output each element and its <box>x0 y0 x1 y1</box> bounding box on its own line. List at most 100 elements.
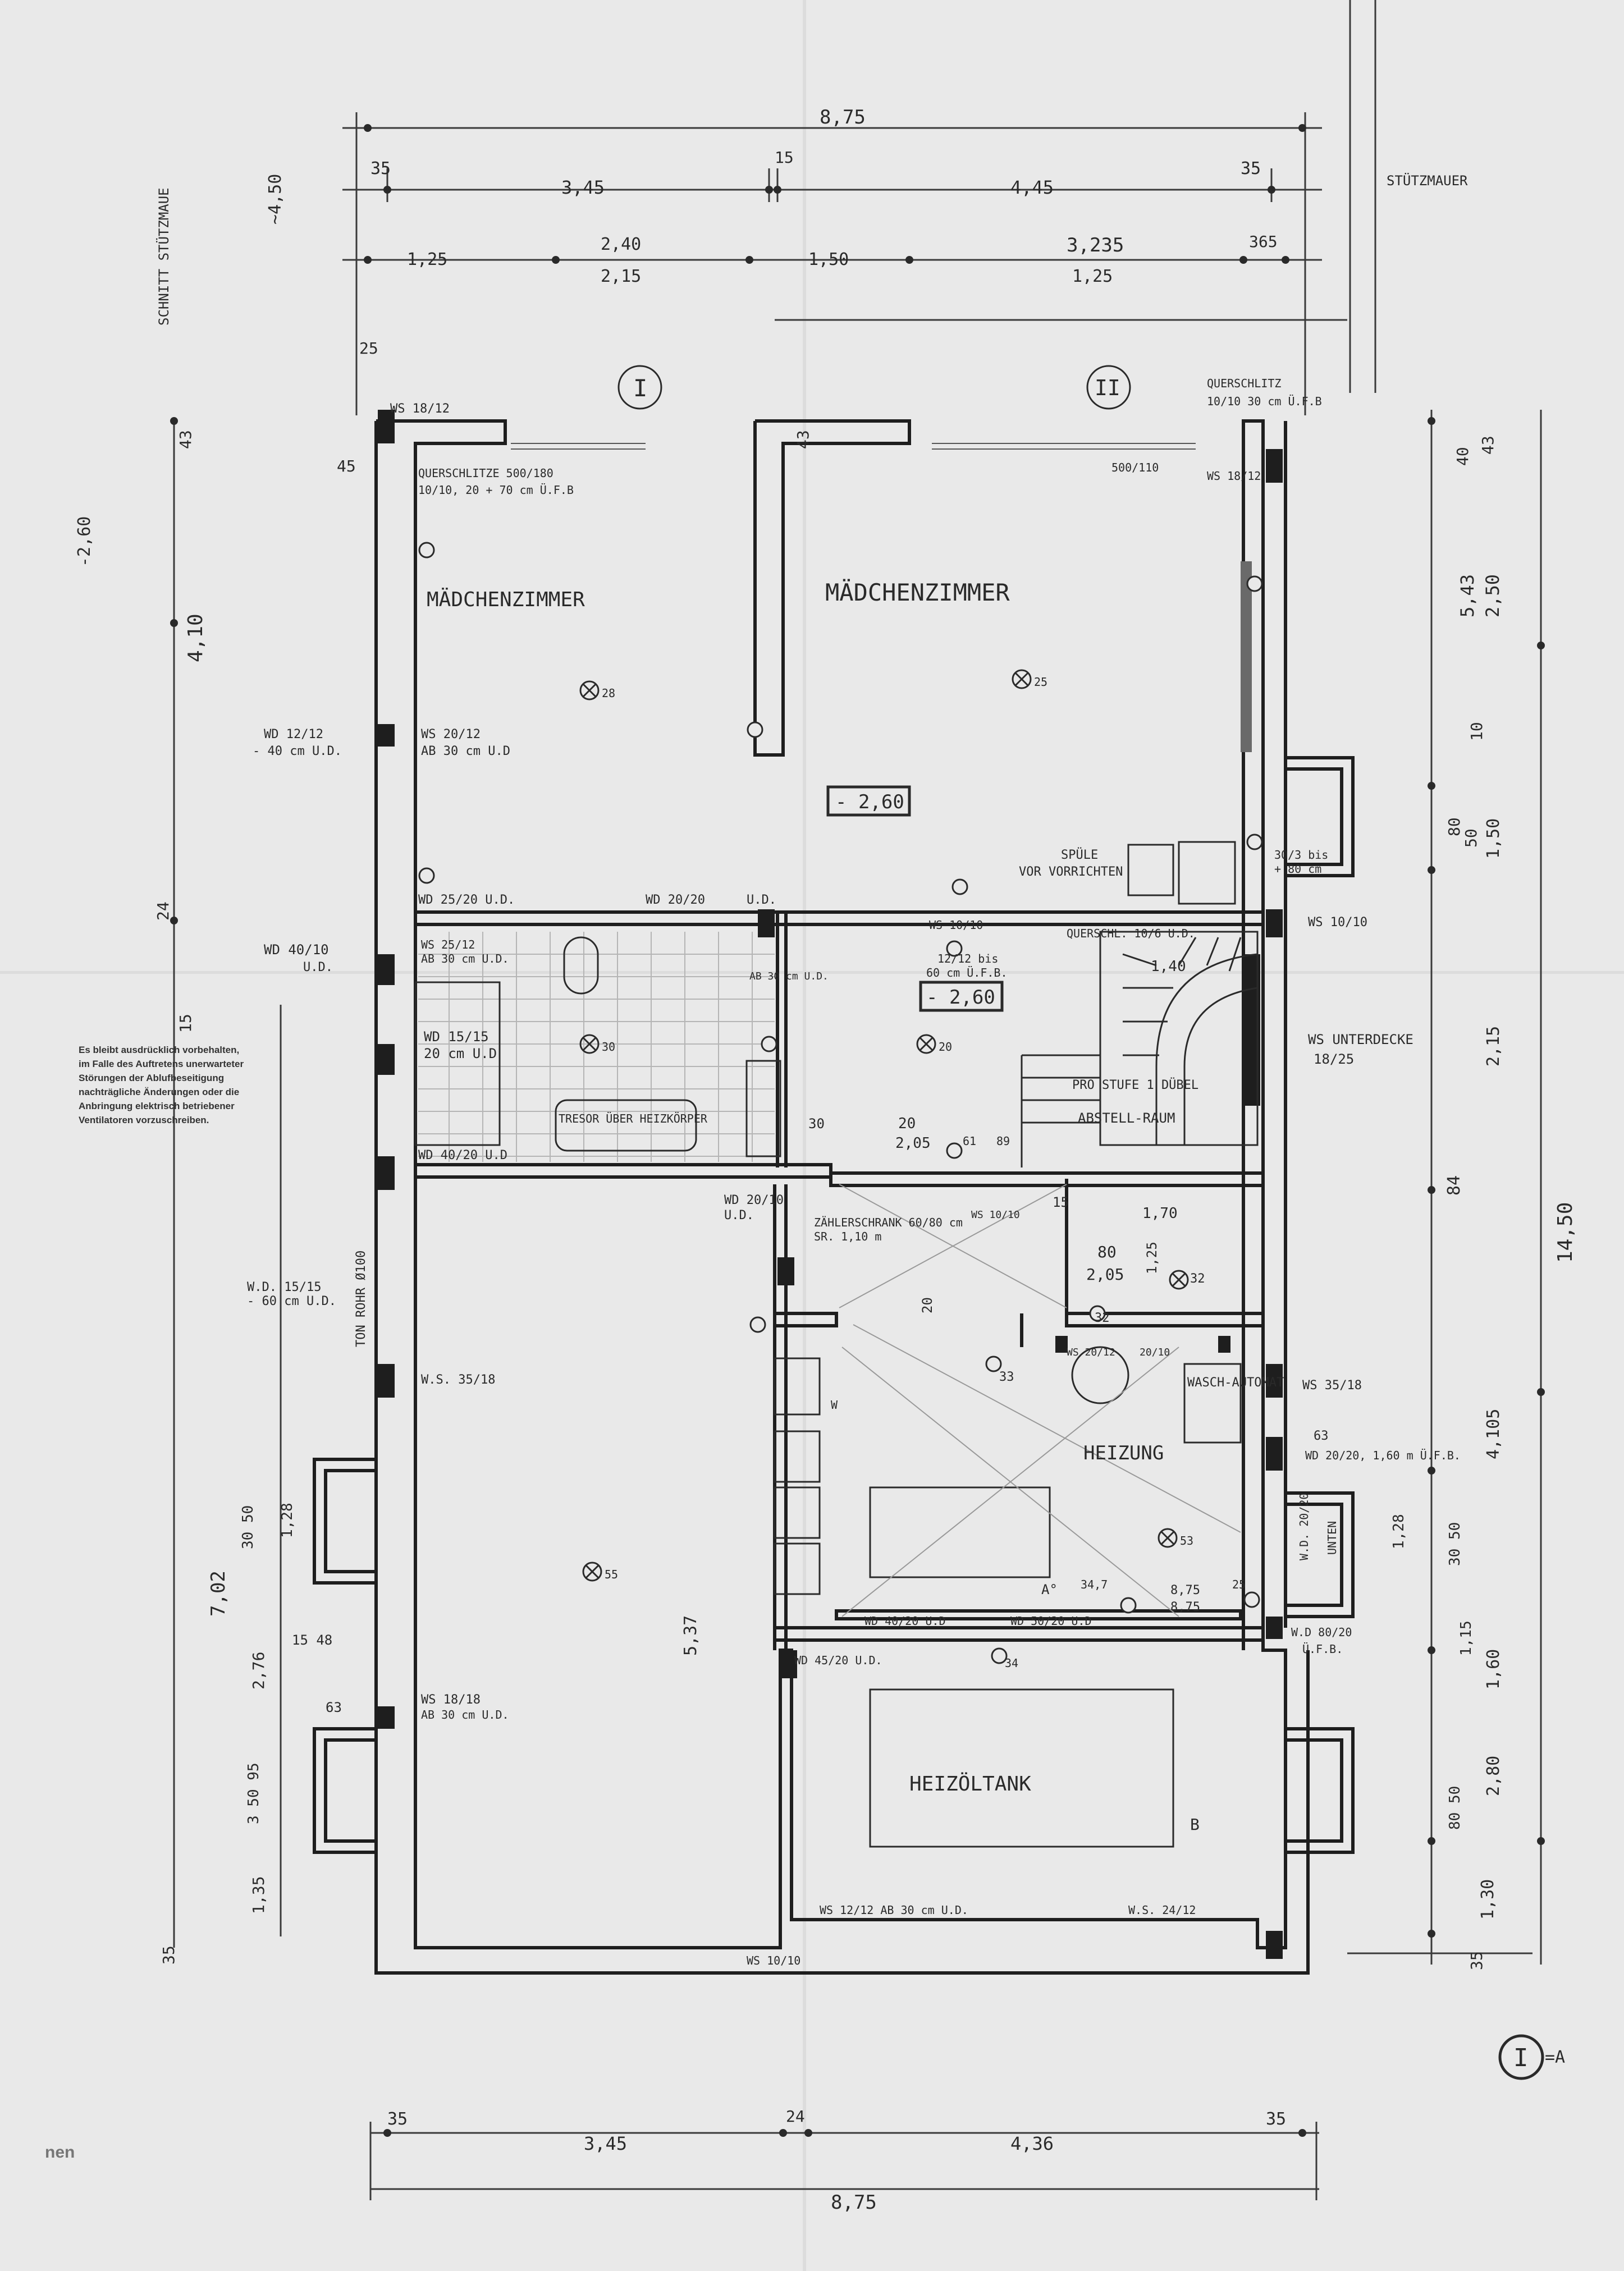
label-wd2020r2b: UNTEN <box>1325 1521 1339 1555</box>
label-wd4020-bath: WD 40/20 U.D <box>418 1148 507 1162</box>
label-d32b: 32 <box>1095 1311 1110 1325</box>
top-45: 45 <box>337 457 356 475</box>
label-ws2012: WS 20/12 <box>421 727 481 741</box>
left-35: 35 <box>159 1945 178 1965</box>
left-128: 1,28 <box>279 1503 296 1538</box>
washing-machine <box>1183 1363 1242 1444</box>
paper-fold-horizontal <box>0 971 1624 974</box>
label-lamp28: 28 <box>602 686 615 700</box>
label-wd4020: WD 40/20 U.D <box>864 1614 946 1628</box>
label-b: B <box>1190 1815 1200 1834</box>
right-150: 1,50 <box>1484 818 1503 859</box>
label-d140: 1,40 <box>1151 958 1186 975</box>
label-lamp30: 30 <box>602 1040 615 1054</box>
north-marker <box>1498 2034 1544 2080</box>
right-35: 35 <box>1467 1951 1486 1970</box>
top-240: 2,40 <box>601 235 641 254</box>
label-d25: 25 <box>1232 1578 1246 1591</box>
right-543: 5,43 <box>1457 574 1478 617</box>
label-ws2412: W.S. 24/12 <box>1128 1903 1196 1917</box>
label-vent500: 500/110 <box>1111 461 1159 474</box>
annotations: WS 18/12 QUERSCHLITZE 500/180 10/10, 20 … <box>247 377 1461 1967</box>
label-wd2520: WD 25/20 U.D. <box>418 893 515 907</box>
label-d32: 32 <box>1190 1272 1205 1286</box>
right-215: 2,15 <box>1484 1026 1503 1066</box>
top-35-left: 35 <box>370 159 391 178</box>
left-63: 63 <box>326 1700 342 1715</box>
note-line: im Falle des Auftretens unerwarteter <box>79 1059 244 1069</box>
label-d20: 20 <box>898 1115 916 1132</box>
room-abstellraum: ABSTELL-RAUM <box>1078 1110 1175 1126</box>
label-ws1818b: AB 30 cm U.D. <box>421 1708 509 1721</box>
switch-symbols <box>418 542 1263 1664</box>
label-ws3010: 30/3 bis <box>1274 848 1328 862</box>
label-querschlitz-r: QUERSCHLITZ <box>1207 377 1281 390</box>
label-ws1010b: WS 10/10 <box>747 1954 800 1967</box>
right-upper-label: STÜTZMAUER <box>1387 172 1468 189</box>
top-seg-445: 4,45 <box>1010 177 1054 198</box>
label-wd4520: WD 45/20 U.D. <box>794 1654 882 1667</box>
bottom-35-left: 35 <box>387 2109 408 2129</box>
right-50: 50 <box>1462 828 1480 848</box>
label-w1212: 12/12 bis <box>937 952 998 965</box>
tresor-box <box>555 1099 697 1152</box>
left-3950: 3 50 95 <box>245 1762 262 1824</box>
label-d33: 33 <box>999 1370 1014 1384</box>
label-d537: 5,37 <box>681 1615 701 1656</box>
heating-boiler <box>869 1486 1051 1578</box>
vent-grilles <box>511 443 1196 450</box>
right-10: 10 <box>1467 722 1486 741</box>
note-line: Ventilatoren vorzuschreiben. <box>79 1115 209 1125</box>
label-wd2020b: U.D. <box>747 893 776 907</box>
wc <box>563 936 599 995</box>
label-lamp-w: W <box>831 1398 838 1412</box>
label-d170: 1,70 <box>1142 1205 1178 1222</box>
label-wd2020r: WD 20/20, 1,60 m Ü.F.B. <box>1305 1449 1461 1462</box>
top-35-right: 35 <box>1241 159 1261 178</box>
bottom-35-right: 35 <box>1266 2109 1286 2129</box>
wall-ducts <box>378 410 1283 1959</box>
wall-oven <box>774 1357 821 1416</box>
label-ws-r: WS 18/12 <box>1207 469 1261 483</box>
label-ws1212: WS 12/12 AB 30 cm U.D. <box>820 1903 968 1917</box>
right-4105: 4,105 <box>1484 1409 1503 1459</box>
room-waschautomat: WASCH-AUTOMAT <box>1187 1376 1284 1390</box>
right-84: 84 <box>1444 1175 1464 1196</box>
room-maedchenzimmer-2: MÄDCHENZIMMER <box>825 578 1010 606</box>
label-d89: 89 <box>996 1134 1010 1148</box>
left-702: 7,02 <box>207 1571 230 1617</box>
right-130: 1,30 <box>1478 1879 1498 1920</box>
note-line: nachträgliche Änderungen oder die <box>79 1087 240 1097</box>
label-wd1515: WD 15/15 <box>424 1029 489 1045</box>
label-lamp53: 53 <box>1180 1534 1193 1547</box>
axis-marker-2 <box>1086 365 1131 410</box>
room-tresor: TRESOR ÜBER HEIZKÖRPER <box>559 1112 708 1125</box>
stairs <box>1021 931 1259 1167</box>
floor-drain <box>1071 1346 1129 1404</box>
label-d205b: 2,05 <box>1086 1265 1124 1284</box>
label-ws2012d: 20/10 <box>1140 1347 1170 1358</box>
left-4048: 15 48 <box>292 1632 332 1648</box>
label-ws10: WS 10/10 <box>929 918 983 932</box>
top-125b: 1,25 <box>1072 267 1113 286</box>
label-ws1818: WS 18/18 <box>421 1693 481 1707</box>
label-wd4010b: U.D. <box>303 960 333 974</box>
kitchen-stove-2 <box>774 1486 821 1539</box>
label-d63: 63 <box>1314 1429 1329 1443</box>
level-2: - 2,60 <box>926 986 995 1009</box>
label-d20: 20 <box>919 1297 935 1313</box>
label-wd8020: W.D 80/20 <box>1291 1626 1352 1639</box>
label-d61: 61 <box>963 1134 976 1148</box>
top-215: 2,15 <box>601 267 641 286</box>
label-wd1515b: 20 cm U.D <box>424 1046 497 1061</box>
dimension-ticks <box>170 124 1545 2137</box>
label-tonrohr: TON ROHR Ø100 <box>354 1251 368 1347</box>
level-1: - 2,60 <box>835 791 904 813</box>
top-3235: 3,235 <box>1067 234 1124 257</box>
top-125: 1,25 <box>407 250 447 269</box>
label-w1212b: 60 cm Ü.F.B. <box>926 966 1008 979</box>
bottom-24: 24 <box>786 2107 805 2126</box>
left-135: 1,35 <box>249 1876 268 1914</box>
